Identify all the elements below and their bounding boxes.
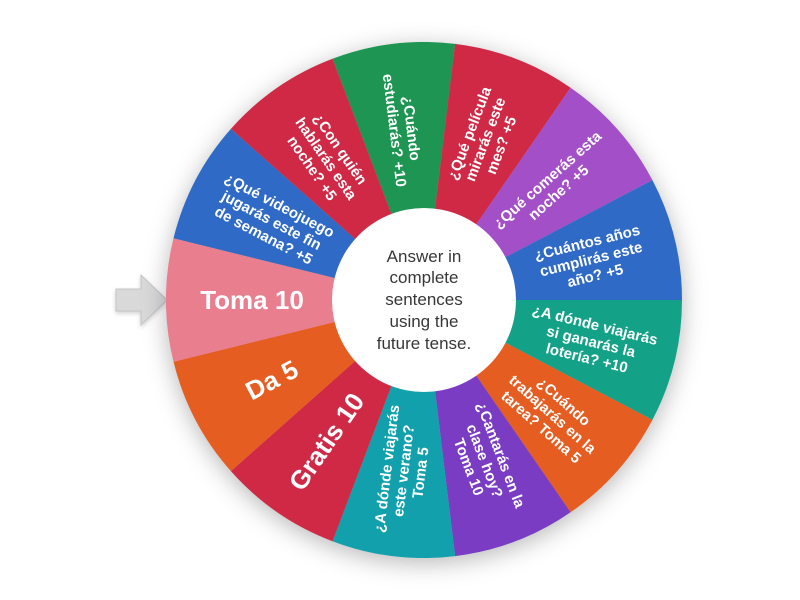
wheel-segment-10[interactable] (166, 238, 425, 362)
wheel-center-text: Answer in complete sentences using the f… (359, 236, 489, 364)
wheel-center-circle (332, 208, 516, 392)
wheel-instructions: Answer in complete sentences using the f… (376, 246, 472, 353)
wheel-segment-label: Toma 10 (200, 285, 304, 315)
wheel-pointer-icon (115, 273, 168, 327)
